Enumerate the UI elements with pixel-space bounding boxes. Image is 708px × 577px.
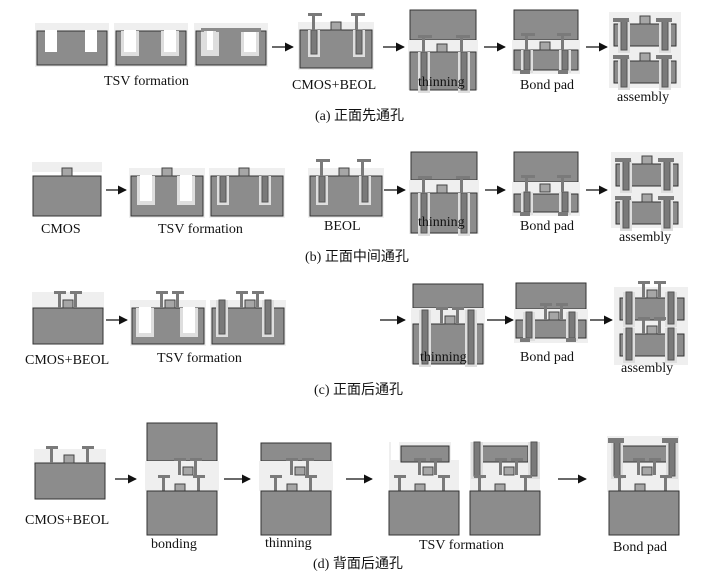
label-c-cmos-beol: CMOS+BEOL — [25, 353, 110, 368]
label-b-beol: BEOL — [324, 219, 361, 234]
label-b-assembly: assembly — [619, 230, 672, 245]
row-a — [35, 9, 681, 93]
row-b — [32, 151, 683, 236]
label-a-tsv-formation: TSV formation — [104, 74, 189, 89]
label-b-cmos: CMOS — [41, 222, 81, 237]
label-b-thinning: thinning — [418, 215, 465, 230]
label-a-bond-pad: Bond pad — [520, 78, 575, 93]
row-d — [34, 422, 680, 536]
label-a-cmos-beol: CMOS+BEOL — [292, 78, 377, 93]
caption-a: (a) 正面先通孔 — [315, 109, 405, 124]
label-a-assembly: assembly — [617, 90, 670, 105]
label-d-thinning: thinning — [265, 536, 312, 551]
label-a-thinning: thinning — [418, 75, 465, 90]
label-d-bonding: bonding — [151, 537, 197, 552]
label-c-bond-pad: Bond pad — [520, 350, 575, 365]
label-d-tsv-formation: TSV formation — [419, 538, 504, 553]
label-c-tsv-formation: TSV formation — [157, 351, 242, 366]
caption-c: (c) 正面后通孔 — [314, 383, 404, 398]
label-b-bond-pad: Bond pad — [520, 219, 575, 234]
label-d-cmos-beol: CMOS+BEOL — [25, 513, 110, 528]
label-c-thinning: thinning — [420, 350, 467, 365]
label-c-assembly: assembly — [621, 361, 674, 376]
label-d-bond-pad: Bond pad — [613, 540, 668, 555]
caption-d: (d) 背面后通孔 — [313, 557, 403, 572]
caption-b: (b) 正面中间通孔 — [305, 250, 409, 265]
row-c — [32, 281, 688, 367]
label-b-tsv-formation: TSV formation — [158, 222, 243, 237]
